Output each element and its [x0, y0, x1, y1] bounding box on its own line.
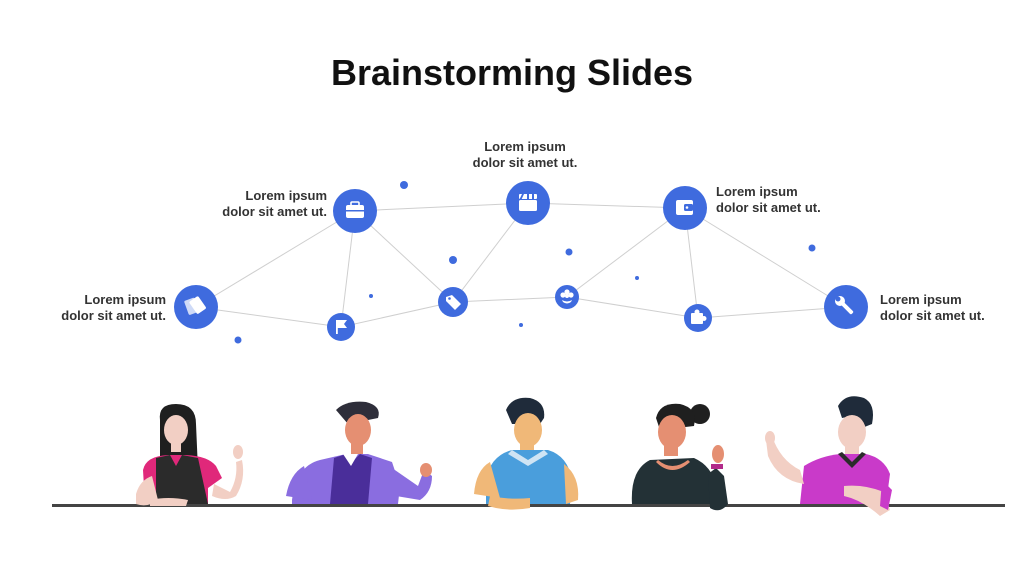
page-title: Brainstorming Slides: [330, 52, 694, 93]
idea-label-4: Lorem ipsum dolor sit amet ut.: [716, 184, 821, 216]
clapperboard-icon: [519, 194, 537, 211]
node-cards: [174, 285, 218, 329]
person-woman-bun: [631, 403, 728, 511]
node-tag: [438, 287, 468, 317]
table-edge: [52, 504, 1005, 507]
node-flag: [327, 313, 355, 341]
person-man-magenta: [765, 396, 892, 516]
node-briefcase: [333, 189, 377, 233]
idea-label-3: Lorem ipsum dolor sit amet ut.: [445, 139, 605, 171]
person-woman-left: [136, 404, 244, 506]
idea-label-2-line2: dolor sit amet ut.: [222, 204, 327, 219]
idea-label-3-line1: Lorem ipsum: [484, 139, 566, 154]
idea-label-1-line2: dolor sit amet ut.: [61, 308, 166, 323]
wrench-icon: [835, 296, 854, 315]
person-man-blue: [474, 397, 579, 510]
idea-label-5: Lorem ipsum dolor sit amet ut.: [880, 292, 985, 324]
node-wrench: [824, 285, 868, 329]
node-wallet: [663, 186, 707, 230]
person-man-purple: [286, 401, 432, 504]
idea-label-5-line2: dolor sit amet ut.: [880, 308, 985, 323]
tag-icon: [446, 295, 461, 310]
briefcase-icon: [346, 201, 364, 218]
idea-label-5-line1: Lorem ipsum: [880, 292, 962, 307]
puzzle-icon: [691, 309, 707, 324]
node-clapperboard: [506, 181, 550, 225]
node-puzzle: [684, 304, 712, 332]
cards-icon: [184, 296, 206, 315]
idea-label-2: Lorem ipsum dolor sit amet ut.: [222, 188, 327, 220]
flag-icon: [336, 320, 347, 334]
idea-label-3-line2: dolor sit amet ut.: [472, 155, 578, 170]
idea-label-4-line1: Lorem ipsum: [716, 184, 798, 199]
flower-icon: [560, 289, 574, 304]
idea-label-4-line2: dolor sit amet ut.: [716, 200, 821, 215]
idea-label-2-line1: Lorem ipsum: [245, 188, 327, 203]
network-lines: [195, 202, 847, 328]
wallet-icon: [676, 200, 693, 215]
node-flower: [555, 285, 579, 309]
idea-label-1-line1: Lorem ipsum: [84, 292, 166, 307]
idea-label-1: Lorem ipsum dolor sit amet ut.: [61, 292, 166, 324]
